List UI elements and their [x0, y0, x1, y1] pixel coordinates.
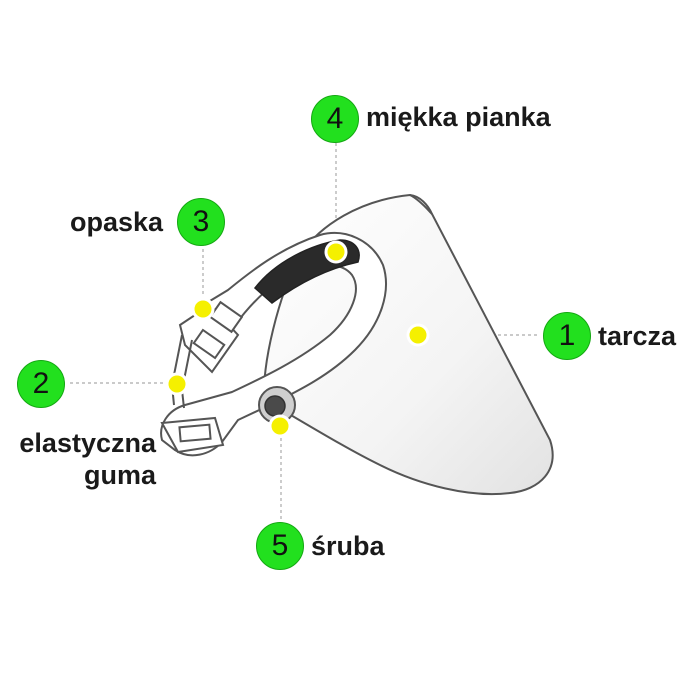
- marker-4: [324, 240, 348, 264]
- marker-3: [191, 297, 215, 321]
- buckle-slot-upper: [208, 300, 244, 334]
- callout-badge-1: 1: [543, 312, 591, 360]
- marker-1: [406, 323, 430, 347]
- marker-5: [268, 414, 292, 438]
- callout-badge-3: 3: [177, 198, 225, 246]
- visor-top-edge: [409, 194, 433, 215]
- marker-2: [165, 372, 189, 396]
- lower-clip-slot: [178, 423, 212, 443]
- callout-label-elastyczna: elastyczna: [19, 428, 156, 458]
- callout-label-miekka-pianka: miękka pianka: [366, 102, 551, 132]
- callout-badge-4: 4: [311, 95, 359, 143]
- screw-head: [264, 395, 286, 417]
- callout-badge-2: 2: [17, 360, 65, 408]
- callout-badge-5: 5: [256, 522, 304, 570]
- buckle-slot-lower: [192, 328, 226, 360]
- callout-label-sruba: śruba: [311, 531, 385, 561]
- elastic-strap-inner: [180, 339, 193, 409]
- markers: [165, 240, 430, 438]
- callout-label-tarcza: tarcza: [598, 321, 677, 351]
- callout-label-guma: guma: [83, 460, 156, 490]
- callout-label-opaska: opaska: [70, 207, 164, 237]
